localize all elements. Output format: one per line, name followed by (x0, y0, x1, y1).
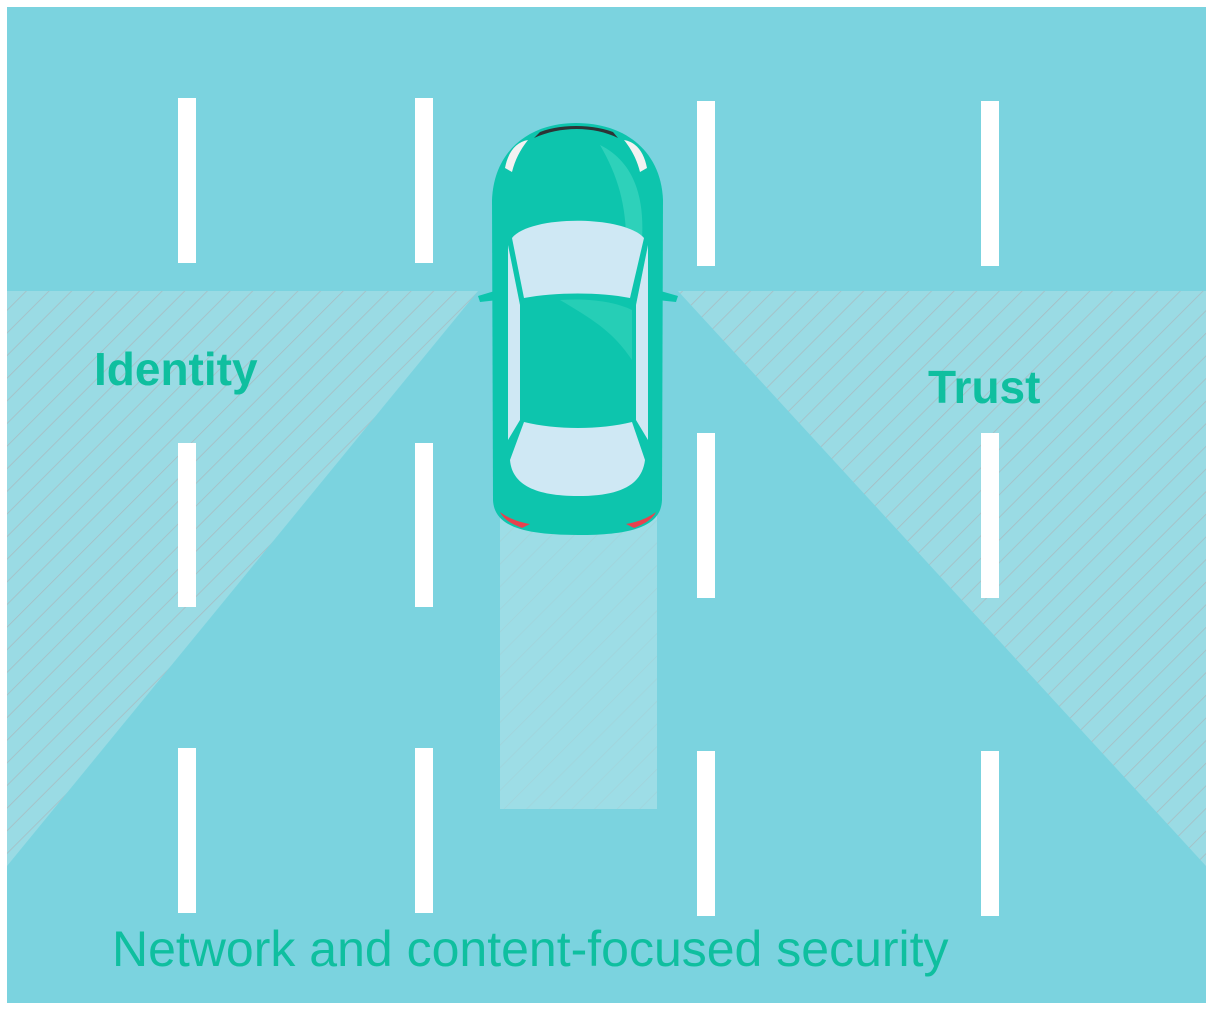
caption: Network and content-focused security (112, 921, 949, 977)
lane-marker (697, 433, 715, 598)
lane-marker (415, 748, 433, 913)
lane-marker (178, 443, 196, 607)
identity-zone (7, 291, 478, 866)
car-icon (478, 123, 678, 535)
lane-marker (981, 433, 999, 598)
lane-marker (178, 98, 196, 263)
lane-marker (415, 443, 433, 607)
lane-marker (697, 101, 715, 266)
trust-zone (678, 291, 1206, 866)
lane-marker (178, 748, 196, 913)
lane-marker (981, 751, 999, 916)
trust-label: Trust (928, 361, 1041, 413)
identity-label: Identity (94, 343, 258, 395)
lane-marker (415, 98, 433, 263)
lane-markers (178, 98, 999, 916)
lane-marker (981, 101, 999, 266)
car-shadow (500, 500, 657, 809)
lane-marker (697, 751, 715, 916)
